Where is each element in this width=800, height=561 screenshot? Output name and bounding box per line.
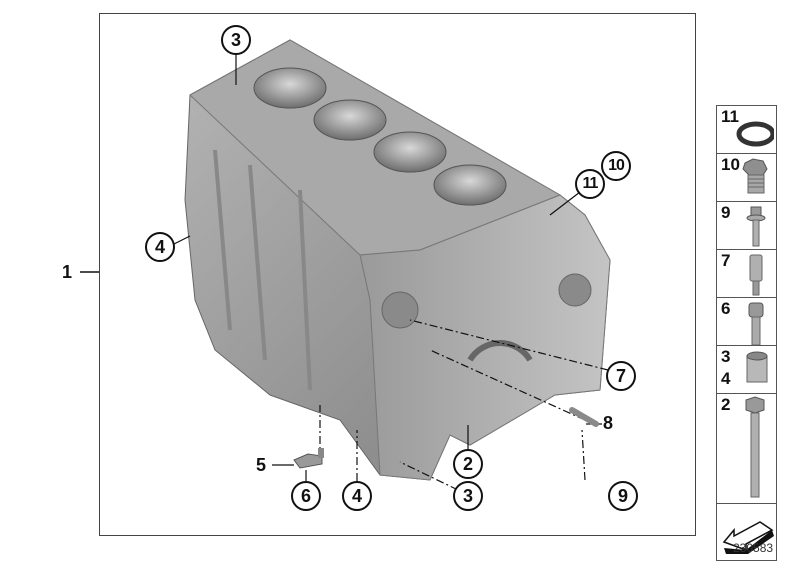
part-number: 10 bbox=[721, 155, 740, 174]
parts-list-item-6[interactable]: 6 bbox=[717, 298, 776, 346]
parts-list-item-2[interactable]: 2 bbox=[717, 394, 776, 504]
parts-list: 11 10 9 7 6 3 4 bbox=[716, 105, 777, 561]
screw-plug-icon bbox=[742, 158, 768, 194]
parts-list-item-9[interactable]: 9 bbox=[717, 202, 776, 250]
sealing-ring-icon bbox=[736, 121, 774, 147]
part-number-alt: 4 bbox=[721, 369, 731, 388]
callout-3-top[interactable]: 3 bbox=[221, 25, 251, 55]
parts-list-item-arrow[interactable] bbox=[717, 504, 776, 560]
callout-2[interactable]: 2 bbox=[453, 449, 483, 479]
parts-list-item-7[interactable]: 7 bbox=[717, 250, 776, 298]
part-number: 2 bbox=[721, 395, 731, 414]
callout-10[interactable]: 10 bbox=[601, 151, 631, 181]
hex-bolt-icon bbox=[745, 396, 765, 498]
label-5: 5 bbox=[256, 455, 267, 475]
callout-3-bottom[interactable]: 3 bbox=[453, 481, 483, 511]
callout-6[interactable]: 6 bbox=[291, 481, 321, 511]
part-number: 11 bbox=[721, 107, 739, 126]
callout-11[interactable]: 11 bbox=[575, 169, 605, 199]
callout-9[interactable]: 9 bbox=[608, 481, 638, 511]
part-number: 7 bbox=[721, 251, 731, 270]
arrow-icon bbox=[722, 521, 774, 554]
parts-list-item-10[interactable]: 10 bbox=[717, 154, 776, 202]
diagram-frame bbox=[99, 13, 696, 536]
parts-list-item-11[interactable]: 11 bbox=[717, 106, 776, 154]
callout-4-left[interactable]: 4 bbox=[145, 232, 175, 262]
label-8: 8 bbox=[603, 413, 614, 433]
main-part-label: 1 bbox=[62, 262, 73, 282]
callout-4-bottom[interactable]: 4 bbox=[342, 481, 372, 511]
document-number: 230583 bbox=[733, 541, 774, 555]
socket-head-screw-icon bbox=[748, 302, 764, 345]
collar-bolt-icon bbox=[746, 206, 766, 247]
part-number: 9 bbox=[721, 203, 731, 222]
dowel-sleeve-icon bbox=[746, 351, 768, 383]
part-number: 3 bbox=[721, 347, 731, 366]
parts-list-item-3-4[interactable]: 3 4 bbox=[717, 346, 776, 394]
part-number: 6 bbox=[721, 299, 731, 318]
callout-7[interactable]: 7 bbox=[606, 361, 636, 391]
stud-sleeve-icon bbox=[749, 254, 763, 296]
